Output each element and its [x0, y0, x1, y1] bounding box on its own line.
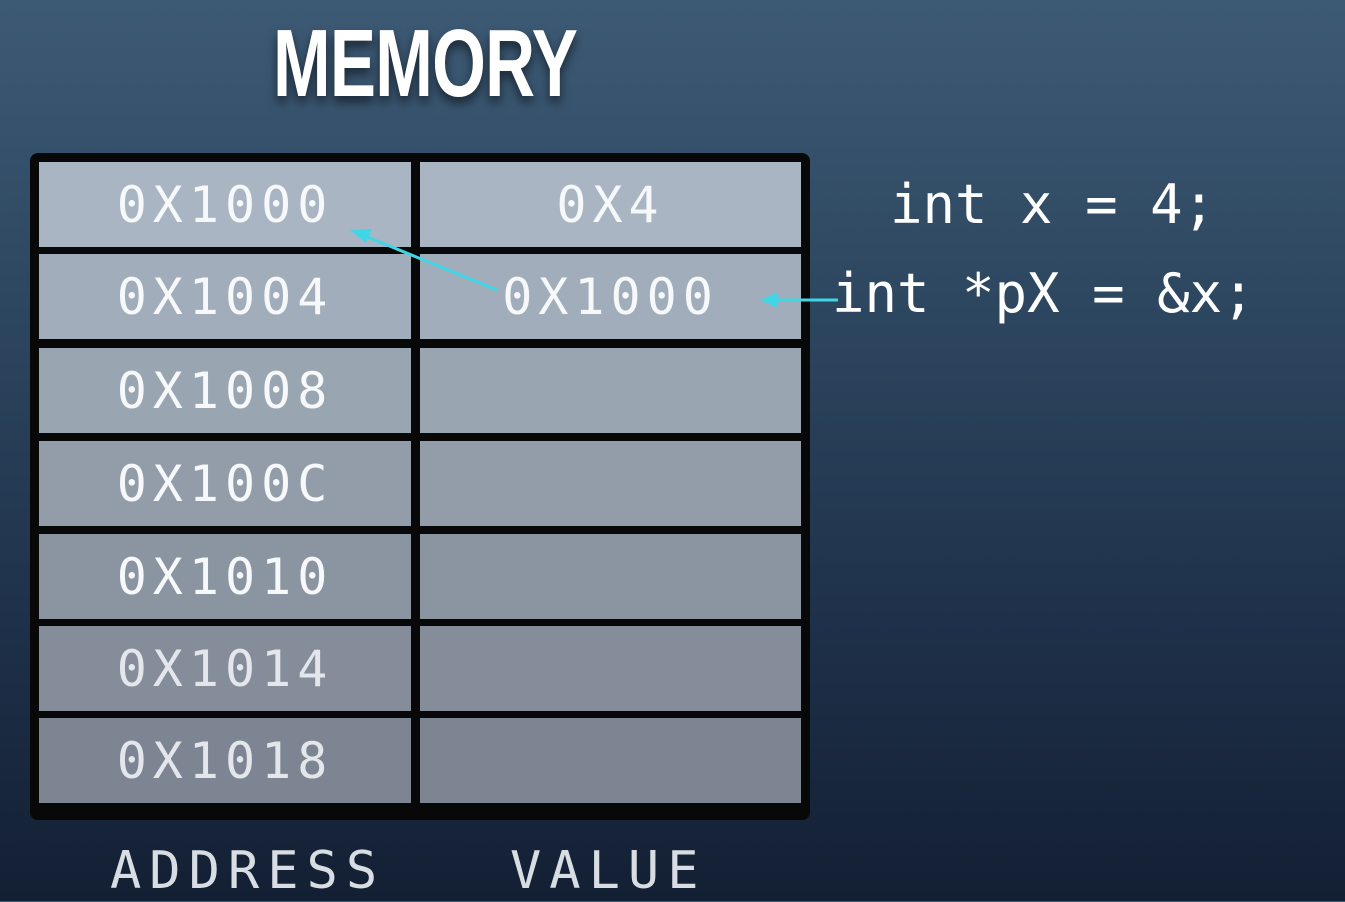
- address-cell: 0X1000: [39, 162, 411, 247]
- code-line-int-pointer: int *pX = &x;: [832, 262, 1255, 325]
- address-cell: 0X1014: [39, 626, 411, 711]
- address-cell: 0X1018: [39, 718, 411, 803]
- page-title: MEMORY: [273, 10, 578, 117]
- value-cell: 0X1000: [420, 254, 801, 339]
- value-cell: [420, 534, 801, 619]
- value-cell: [420, 348, 801, 433]
- code-line-int-x: int x = 4;: [890, 173, 1216, 236]
- address-cell: 0X1004: [39, 254, 411, 339]
- address-column-label: ADDRESS: [110, 841, 386, 901]
- address-cell: 0X1010: [39, 534, 411, 619]
- address-cell: 0X1008: [39, 348, 411, 433]
- value-cell: [420, 718, 801, 803]
- value-cell: 0X4: [420, 162, 801, 247]
- value-cell: [420, 441, 801, 526]
- value-cell: [420, 626, 801, 711]
- address-cell: 0X100C: [39, 441, 411, 526]
- value-column-label: VALUE: [510, 841, 707, 901]
